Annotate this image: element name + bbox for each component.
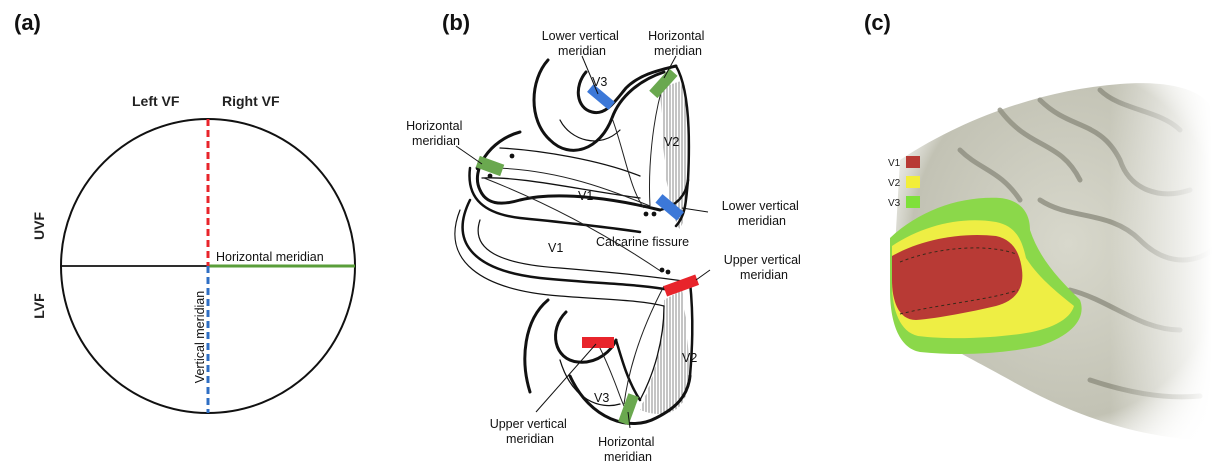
v3-upper-label: V3 bbox=[592, 75, 607, 89]
upper-vertical-meridian-label-right: Upper vertical meridian bbox=[724, 253, 805, 282]
lvf-label: LVF bbox=[31, 293, 47, 319]
legend-label-v2: V2 bbox=[888, 178, 901, 189]
panel-c-letter: (c) bbox=[864, 10, 891, 35]
uvf-label: UVF bbox=[31, 212, 47, 240]
legend-swatch-v2 bbox=[906, 176, 920, 188]
lower-vertical-meridian-label-right: Lower vertical meridian bbox=[722, 199, 803, 228]
panel-b: (b) bbox=[406, 10, 804, 464]
legend-swatch-v3 bbox=[906, 196, 920, 208]
horizontal-meridian-label-left: Horizontal meridian bbox=[406, 119, 466, 148]
legend-swatch-v1 bbox=[906, 156, 920, 168]
panel-a-letter: (a) bbox=[14, 10, 41, 35]
legend-label-v1: V1 bbox=[888, 158, 901, 169]
v1-upper-label: V1 bbox=[578, 189, 593, 203]
horizontal-meridian-bar-bottom bbox=[618, 393, 639, 425]
vertical-meridian-label: Vertical meridian bbox=[193, 291, 207, 383]
horizontal-meridian-label-bottom: Horizontal meridian bbox=[598, 435, 658, 464]
v2-lower-label: V2 bbox=[682, 351, 697, 365]
left-vf-label: Left VF bbox=[132, 93, 180, 109]
horizontal-meridian-bar-left bbox=[476, 156, 505, 176]
upper-vertical-meridian-label-bottom: Upper vertical meridian bbox=[490, 417, 571, 446]
upper-vertical-meridian-bar-bottom bbox=[582, 337, 614, 348]
v3-lower-label: V3 bbox=[594, 391, 609, 405]
v1-lower-label: V1 bbox=[548, 241, 563, 255]
legend-label-v3: V3 bbox=[888, 198, 901, 209]
panel-c: (c) bbox=[864, 10, 1212, 460]
panel-a: (a) Left VF Right VF UVF LVF Horizontal … bbox=[14, 10, 355, 413]
horizontal-meridian-label-top: Horizontal meridian bbox=[648, 29, 708, 58]
right-vf-label: Right VF bbox=[222, 93, 280, 109]
v2-upper-label: V2 bbox=[664, 135, 679, 149]
horizontal-meridian-label: Horizontal meridian bbox=[216, 250, 324, 264]
lower-vertical-meridian-label-top: Lower vertical meridian bbox=[542, 29, 623, 58]
calcarine-fissure-label: Calcarine fissure bbox=[596, 235, 689, 249]
brain-fade bbox=[1110, 80, 1212, 460]
panel-b-letter: (b) bbox=[442, 10, 470, 35]
